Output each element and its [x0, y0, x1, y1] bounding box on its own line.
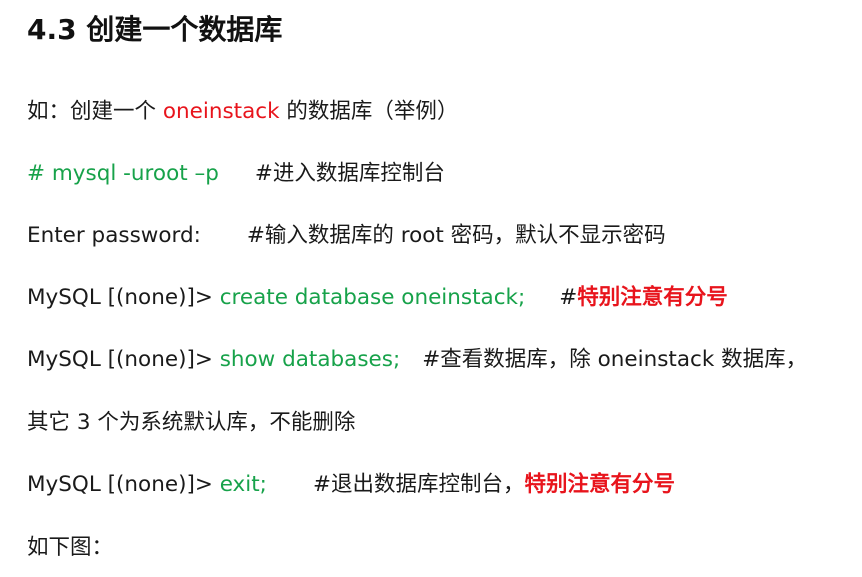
- database-name: oneinstack: [162, 99, 280, 124]
- mysql-prompt: MySQL [(none)]>: [27, 472, 220, 497]
- login-comment: #进入数据库控制台: [254, 161, 445, 186]
- exit-line: MySQL [(none)]> exit; #退出数据库控制台，特别注意有分号: [27, 469, 675, 501]
- intro-suffix: 的数据库（举例）: [279, 99, 459, 124]
- show-databases-command: show databases;: [219, 347, 401, 372]
- password-line: Enter password: #输入数据库的 root 密码，默认不显示密码: [27, 220, 666, 252]
- login-command-line: # mysql -uroot –p #进入数据库控制台: [27, 158, 445, 190]
- figure-intro: 如下图：: [27, 535, 114, 560]
- exit-command: exit;: [219, 472, 267, 497]
- password-comment: #输入数据库的 root 密码，默认不显示密码: [246, 223, 666, 248]
- exit-semicolon-warning: 特别注意有分号: [524, 472, 675, 497]
- example-intro-line: 如：创建一个 oneinstack 的数据库（举例）: [27, 96, 458, 128]
- create-database-line: MySQL [(none)]> create database oneinsta…: [27, 282, 728, 314]
- system-databases-note: 其它 3 个为系统默认库，不能删除: [27, 410, 356, 435]
- password-prompt: Enter password:: [27, 223, 201, 248]
- section-heading: 4.3 创建一个数据库: [27, 13, 283, 46]
- show-databases-line: MySQL [(none)]> show databases; #查看数据库，除 …: [27, 344, 807, 376]
- mysql-login-command: # mysql -uroot –p: [27, 161, 219, 186]
- semicolon-warning: 特别注意有分号: [577, 285, 728, 310]
- exit-comment: #退出数据库控制台，: [312, 472, 525, 497]
- comment-hash: #: [559, 285, 578, 310]
- mysql-prompt: MySQL [(none)]>: [27, 285, 220, 310]
- create-database-command: create database oneinstack;: [219, 285, 526, 310]
- intro-prefix: 如：创建一个: [27, 99, 163, 124]
- show-databases-comment: #查看数据库，除 oneinstack 数据库，: [422, 347, 808, 372]
- mysql-prompt: MySQL [(none)]>: [27, 347, 220, 372]
